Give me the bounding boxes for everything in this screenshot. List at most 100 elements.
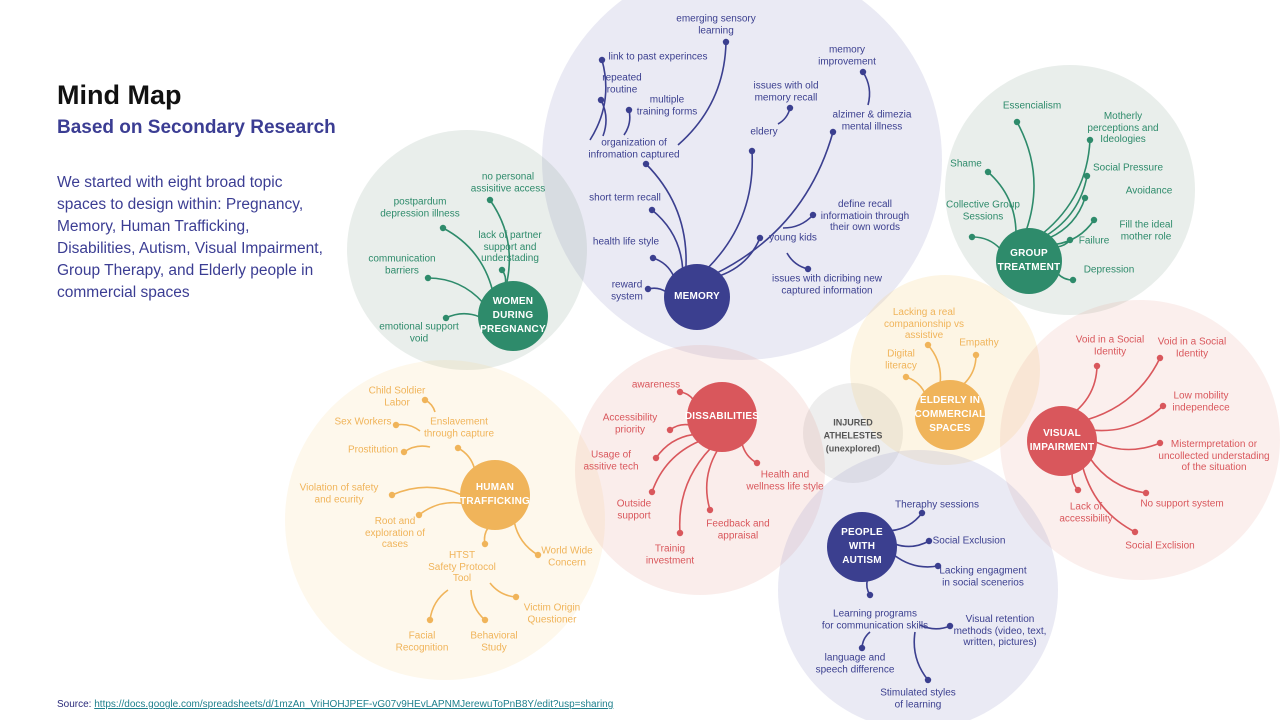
branch-dot bbox=[1074, 486, 1082, 494]
branch-line bbox=[651, 209, 684, 270]
branch-dot bbox=[902, 373, 910, 381]
node-label: Lacking engagment in social scenerios bbox=[939, 565, 1027, 589]
node-label: emerging sensory learning bbox=[676, 13, 756, 37]
node-label: alzimer & dimezia mental illness bbox=[832, 109, 912, 133]
topic-hub bbox=[996, 228, 1062, 294]
branch-dot bbox=[454, 444, 462, 452]
node-label: Shame bbox=[950, 158, 982, 170]
topic-hub-label: GROUP TREATMENT bbox=[997, 248, 1061, 273]
branch-dot bbox=[804, 265, 812, 273]
topic-bubble bbox=[285, 360, 605, 680]
branch-dot bbox=[1093, 362, 1101, 370]
node-label: communication barriers bbox=[368, 253, 436, 277]
branch-dot bbox=[481, 616, 489, 624]
branch-dot bbox=[924, 676, 932, 684]
node-label: Low mobility independece bbox=[1172, 390, 1230, 414]
branch-dot bbox=[968, 233, 976, 241]
branch-line bbox=[1081, 466, 1136, 533]
branch-dot bbox=[748, 147, 756, 155]
branch-dot bbox=[676, 388, 684, 396]
node-label: language and speech difference bbox=[815, 652, 895, 676]
node-label: lack of partner support and understading bbox=[478, 229, 542, 264]
branch-dot bbox=[858, 644, 866, 652]
node-label: Behavioral Study bbox=[470, 630, 518, 654]
branch-dot bbox=[415, 511, 423, 519]
topic-hub bbox=[664, 264, 730, 330]
topic-bubble bbox=[575, 345, 825, 595]
topic-hub-label: DISSABILITIES bbox=[684, 411, 760, 422]
branch-line bbox=[1075, 365, 1098, 412]
branch-dot bbox=[1159, 402, 1167, 410]
topic-hub-label: MEMORY bbox=[674, 291, 720, 302]
node-label: World Wide Concern bbox=[541, 545, 593, 569]
branch-dot bbox=[753, 459, 761, 467]
branch-dot bbox=[1156, 439, 1164, 447]
node-label: Essencialism bbox=[1002, 100, 1062, 112]
unexplored-topic-label: INJURED ATHELESTES (unexplored) bbox=[823, 417, 883, 454]
node-label: young kids bbox=[769, 232, 817, 244]
node-label: multiple training forms bbox=[636, 94, 698, 118]
node-label: Avoidance bbox=[1125, 185, 1173, 197]
branch-dot bbox=[1066, 236, 1074, 244]
branch-line bbox=[1049, 197, 1086, 239]
page-subtitle: Based on Secondary Research bbox=[57, 117, 336, 138]
branch-line bbox=[442, 227, 494, 291]
branch-line bbox=[600, 99, 607, 137]
topic-hub-label: PEOPLE WITH AUTISM bbox=[841, 527, 883, 566]
node-label: Feedback and appraisal bbox=[706, 518, 770, 542]
branch-dot bbox=[866, 591, 874, 599]
branch-line bbox=[719, 237, 761, 277]
branch-dot bbox=[481, 540, 489, 548]
topic-hub-label: VISUAL IMPAIRMENT bbox=[1029, 428, 1095, 453]
branch-dot bbox=[642, 160, 650, 168]
branch-dot bbox=[984, 168, 992, 176]
branch-dot bbox=[498, 266, 506, 274]
branch-line bbox=[1042, 139, 1091, 234]
node-label: Digital literacy bbox=[885, 348, 917, 372]
bubble-injured-athletes bbox=[803, 383, 903, 483]
branch-dot bbox=[1013, 118, 1021, 126]
branch-line bbox=[391, 486, 463, 496]
branch-dot bbox=[442, 314, 450, 322]
branch-dot bbox=[1083, 172, 1091, 180]
branch-dot bbox=[648, 206, 656, 214]
branch-dot bbox=[756, 234, 764, 242]
branch-dot bbox=[1090, 216, 1098, 224]
node-label: emotional support void bbox=[379, 321, 459, 345]
branch-line bbox=[1086, 357, 1161, 421]
node-label: Lack of accessibility bbox=[1059, 501, 1113, 525]
node-label: Collective Group Sessions bbox=[946, 199, 1020, 223]
branch-dot bbox=[392, 421, 400, 429]
branch-line bbox=[1093, 405, 1164, 432]
node-label: Root and exploration of cases bbox=[364, 515, 426, 550]
node-label: HTST Safety Protocol Tool bbox=[428, 549, 496, 584]
node-label: eldery bbox=[750, 126, 778, 138]
branch-dot bbox=[676, 529, 684, 537]
branch-line bbox=[1055, 219, 1095, 246]
source-label: Source: bbox=[57, 699, 92, 710]
branch-dot bbox=[512, 593, 520, 601]
node-label: Lacking a real companionship vs assistiv… bbox=[883, 306, 965, 341]
topic-hub-label: HUMAN TRAFFICKING bbox=[460, 482, 530, 507]
branch-dot bbox=[1069, 276, 1077, 284]
topic-hub bbox=[478, 281, 548, 351]
node-label: reward system bbox=[611, 279, 643, 303]
branches bbox=[388, 38, 1167, 684]
node-label: awareness bbox=[631, 379, 681, 391]
source-link[interactable]: https://docs.google.com/spreadsheets/d/1… bbox=[94, 699, 614, 710]
topic-hub bbox=[1027, 406, 1097, 476]
node-label: Mistermpretation or uncollected understa… bbox=[1158, 438, 1270, 473]
node-label: Social Pressure bbox=[1092, 162, 1164, 174]
node-label: Facial Recognition bbox=[395, 630, 449, 654]
branch-line bbox=[893, 554, 939, 568]
branch-dot bbox=[918, 509, 926, 517]
branch-dot bbox=[809, 211, 817, 219]
branch-dot bbox=[424, 274, 432, 282]
page-title: Mind Map bbox=[57, 80, 182, 110]
branch-line bbox=[655, 433, 695, 459]
branch-dot bbox=[625, 106, 633, 114]
branch-line bbox=[427, 277, 484, 304]
branch-dot bbox=[486, 196, 494, 204]
bubbles bbox=[285, 0, 1280, 720]
